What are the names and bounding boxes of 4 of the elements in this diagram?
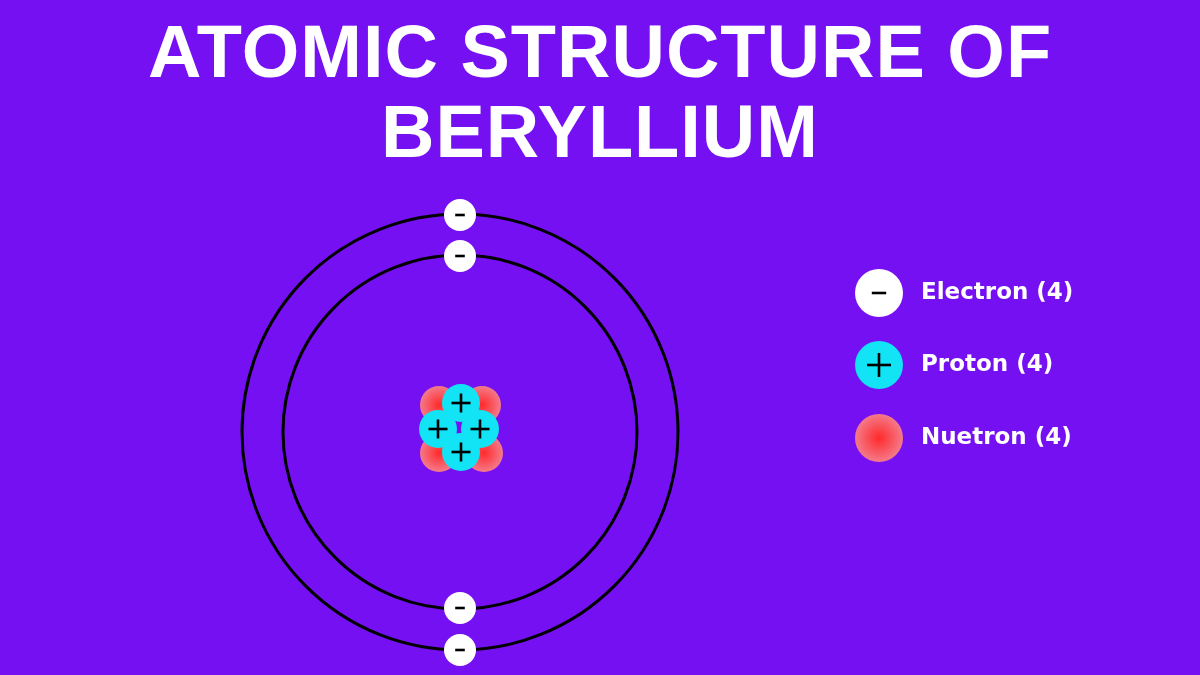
legend-label: Nuetron (4)	[921, 423, 1072, 449]
legend-label: Proton (4)	[921, 350, 1054, 376]
title: ATOMIC STRUCTURE OF BERYLLIUM	[146, 12, 1054, 172]
legend-label: Electron (4)	[921, 278, 1074, 304]
